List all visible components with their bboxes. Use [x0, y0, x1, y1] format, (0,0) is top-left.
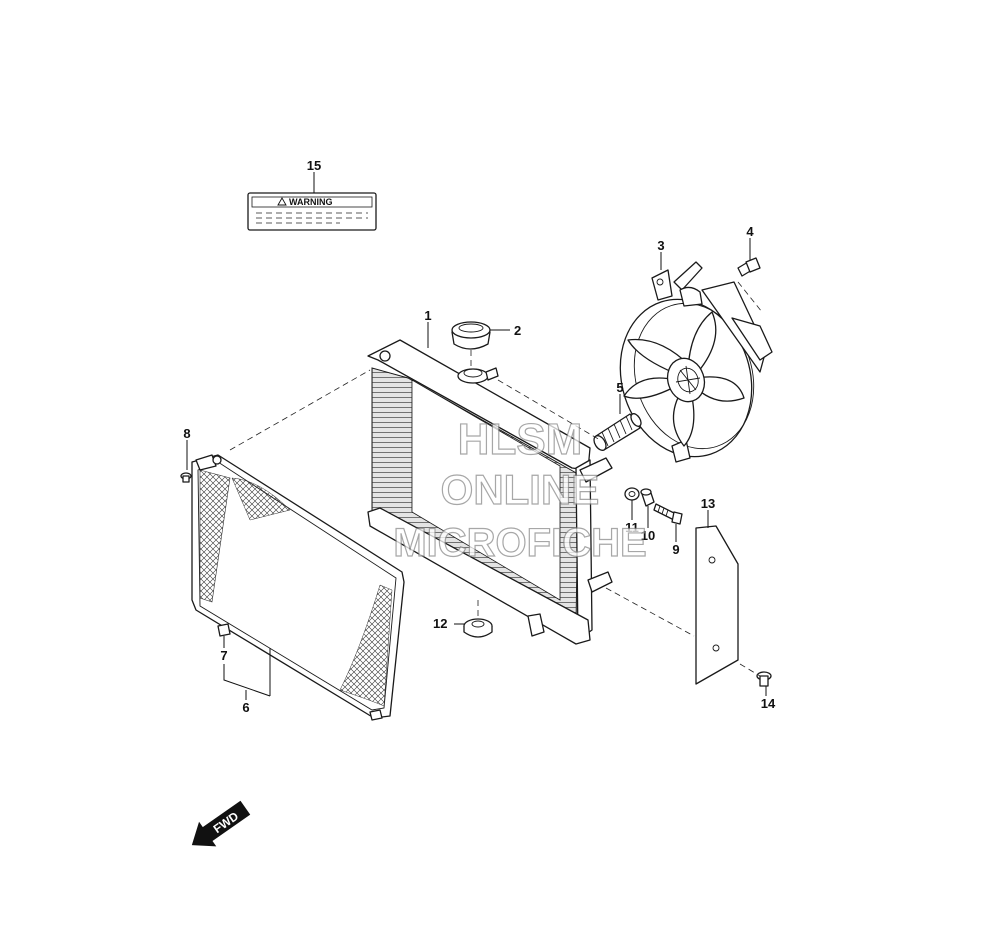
side-cover: [695, 525, 739, 685]
callout-label-10: 10: [641, 528, 655, 543]
guard-grommet: [217, 623, 231, 637]
callout-11: 11: [625, 500, 639, 535]
warning-label: WARNING: [247, 192, 377, 231]
callout-8: 8: [183, 426, 191, 470]
radiator-cap: [451, 321, 491, 350]
cooling-fan: [619, 261, 773, 463]
fan-hose: [593, 413, 642, 451]
watermark-line-1: HLSM: [458, 415, 583, 464]
callout-label-1: 1: [424, 308, 431, 323]
fwd-arrow: FWD: [191, 800, 251, 847]
callout-label-14: 14: [761, 696, 776, 711]
callout-9: 9: [672, 524, 680, 557]
radiator-guard: [191, 454, 405, 721]
guard-screw: [180, 472, 192, 483]
callout-15: 15: [307, 158, 321, 193]
callout-6: 6: [223, 648, 271, 715]
callout-14: 14: [761, 686, 776, 711]
callout-1: 1: [424, 308, 432, 348]
callout-label-7: 7: [220, 648, 227, 663]
callout-label-3: 3: [657, 238, 664, 253]
callout-label-9: 9: [672, 542, 679, 557]
warning-label-heading: WARNING: [289, 197, 333, 207]
callout-13: 13: [701, 496, 715, 528]
callout-4: 4: [746, 224, 754, 260]
callout-label-5: 5: [616, 380, 623, 395]
callout-label-13: 13: [701, 496, 715, 511]
callout-label-8: 8: [183, 426, 190, 441]
cover-screw: [756, 671, 772, 687]
callout-12: 12: [433, 616, 464, 631]
radiator: [367, 339, 613, 645]
callout-3: 3: [657, 238, 665, 270]
callout-label-2: 2: [514, 323, 521, 338]
callout-5: 5: [616, 380, 624, 414]
callout-label-12: 12: [433, 616, 447, 631]
callout-label-6: 6: [242, 700, 249, 715]
fan-bolt: [737, 257, 761, 277]
callout-label-4: 4: [746, 224, 754, 239]
fwd-arrow-icon: [191, 800, 251, 847]
callout-7: 7: [220, 636, 228, 663]
mount-cushion: [624, 487, 640, 501]
warning-triangle-icon: [277, 197, 287, 206]
callout-label-11: 11: [625, 520, 639, 535]
watermark-line-2: ONLINE: [441, 466, 600, 513]
callout-10: 10: [641, 506, 655, 543]
mount-bolt: [653, 503, 683, 525]
mount-collar: [640, 488, 655, 507]
callout-label-15: 15: [307, 158, 321, 173]
assembly-lines: [229, 281, 763, 677]
lower-cushion: [463, 618, 493, 638]
watermark: HLSM ONLINE MICROFICHE: [393, 414, 648, 565]
callout-2: 2: [490, 323, 521, 338]
watermark-line-3: MICROFICHE: [393, 521, 646, 565]
